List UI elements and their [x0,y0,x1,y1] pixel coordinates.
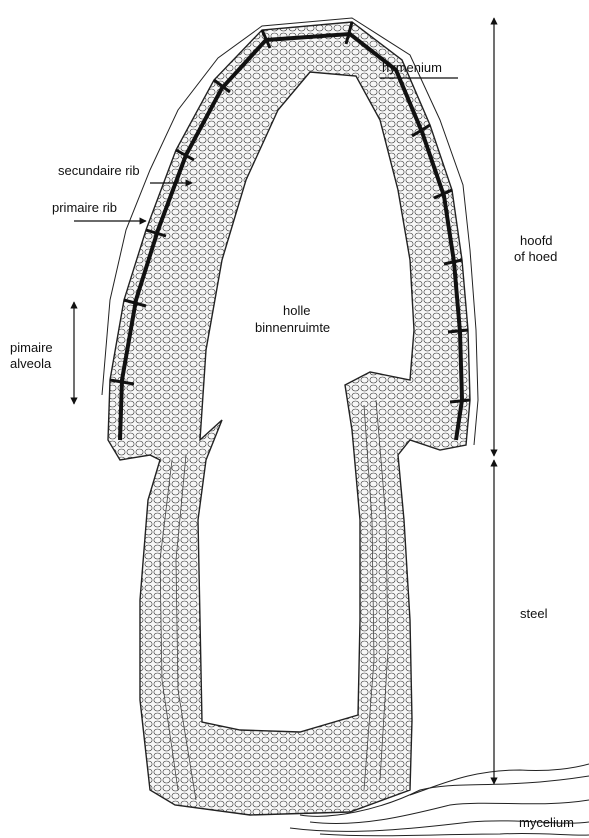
primary-rib-label: primaire rib [52,200,117,216]
hymenium-label: hymenium [382,60,442,76]
stem-label: steel [520,606,547,622]
primary-alveola-label-line1: pimaire [10,340,53,356]
primary-alveola-label-line2: alveola [10,356,51,372]
cavity-label-line2: binnenruimte [255,320,330,336]
secondary-rib-label: secundaire rib [58,163,140,179]
head-label-line1: hoofd [520,233,553,249]
mushroom-wall-tissue [108,22,470,815]
cavity-label-line1: holle [283,303,310,319]
head-label-line2: of hoed [514,249,557,265]
mycelium-label: mycelium [519,815,574,831]
